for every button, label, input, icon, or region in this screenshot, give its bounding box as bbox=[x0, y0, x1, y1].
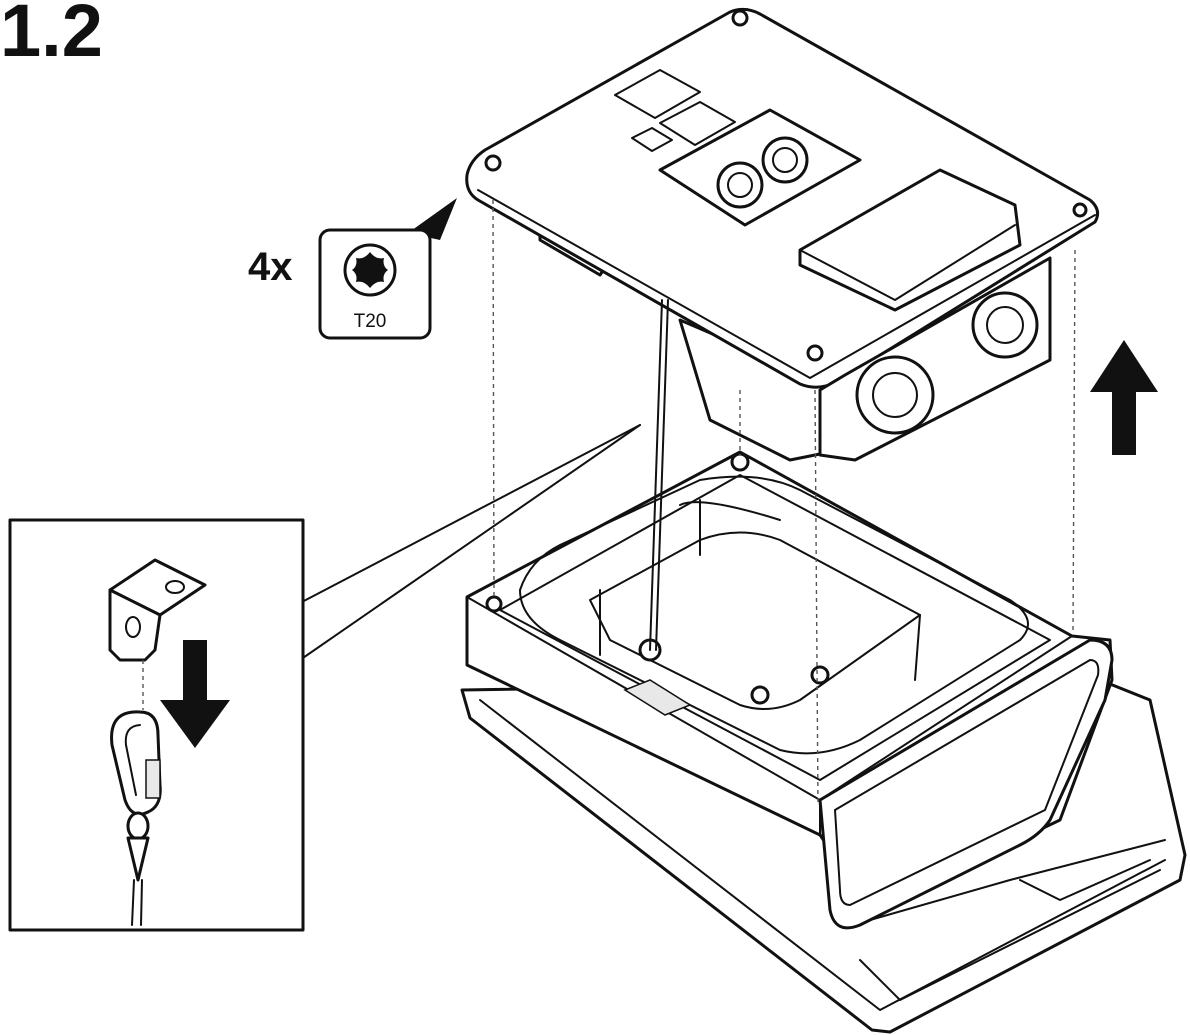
step-number: 1.2 bbox=[0, 0, 103, 72]
alignment-lines bbox=[492, 199, 1076, 806]
carabiner-icon bbox=[110, 710, 162, 926]
torx-t20-icon bbox=[343, 243, 397, 297]
screw-quantity: 4x bbox=[248, 245, 293, 289]
arrow-down-icon bbox=[160, 640, 230, 748]
top-cover bbox=[465, 7, 1100, 651]
mounting-bracket-icon bbox=[108, 558, 207, 662]
detail-inset bbox=[8, 518, 305, 932]
torx-callout: T20 4x bbox=[248, 198, 457, 340]
arrow-up-icon bbox=[1090, 340, 1158, 455]
base-housing bbox=[460, 450, 1187, 1034]
bit-size-label: T20 bbox=[354, 311, 387, 332]
